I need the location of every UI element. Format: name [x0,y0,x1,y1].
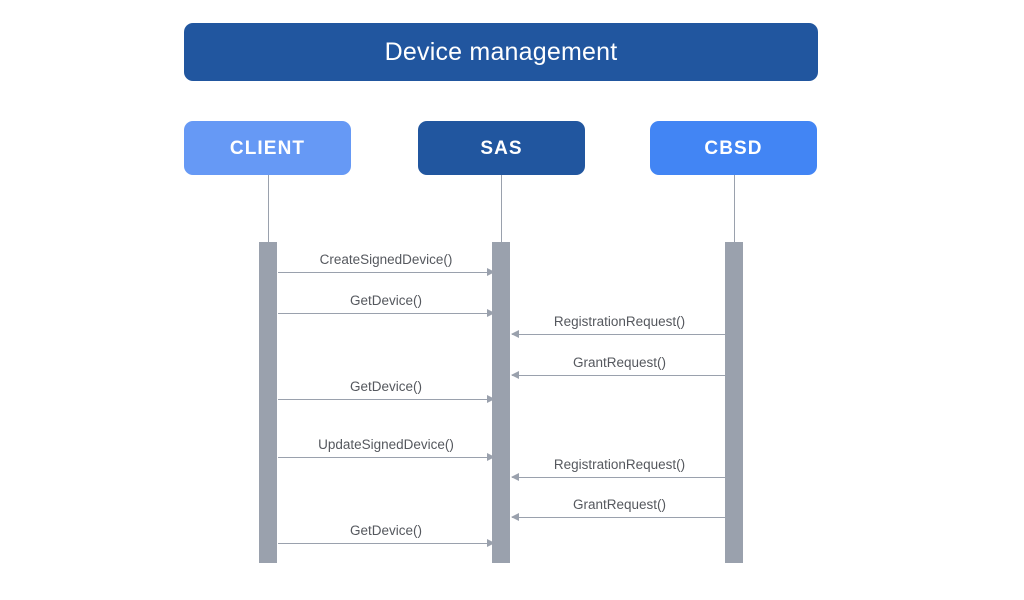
message-7[interactable]: RegistrationRequest() [511,457,727,481]
message-line [512,477,727,479]
message-line [278,272,494,274]
message-label: GetDevice() [349,522,422,538]
arrow-left-icon [511,330,519,338]
arrow-right-icon [487,268,495,276]
message-line [278,313,494,315]
message-6[interactable]: UpdateSignedDevice() [278,437,495,461]
arrow-left-icon [511,513,519,521]
activation-bar-cbsd [725,242,743,563]
arrow-right-icon [487,395,495,403]
message-8[interactable]: GrantRequest() [511,497,727,521]
message-label: RegistrationRequest() [553,313,686,329]
activation-bar-sas [492,242,510,563]
participant-label-sas: SAS [480,137,523,159]
participant-box-client[interactable]: CLIENT [184,121,351,175]
lifeline-sas [501,175,502,242]
message-line [278,543,494,545]
message-label: GrantRequest() [572,354,667,370]
lifeline-cbsd [734,175,735,242]
lifeline-client [268,175,269,242]
message-label: UpdateSignedDevice() [318,436,454,452]
diagram-title-banner: Device management [184,23,818,81]
message-label: GetDevice() [349,292,422,308]
participant-box-sas[interactable]: SAS [418,121,585,175]
message-line [278,457,494,459]
message-4[interactable]: GrantRequest() [511,355,727,379]
arrow-left-icon [511,371,519,379]
participant-label-client: CLIENT [229,137,306,159]
message-1[interactable]: CreateSignedDevice() [278,252,495,276]
message-2[interactable]: GetDevice() [278,293,495,317]
message-line [512,334,727,336]
arrow-left-icon [511,473,519,481]
message-line [512,517,727,519]
message-label: CreateSignedDevice() [319,251,453,267]
page-title: Device management [384,37,618,66]
message-5[interactable]: GetDevice() [278,379,495,403]
message-label: GrantRequest() [572,496,667,512]
message-label: RegistrationRequest() [553,456,686,472]
arrow-right-icon [487,453,495,461]
arrow-right-icon [487,539,495,547]
message-9[interactable]: GetDevice() [278,523,495,547]
message-label: GetDevice() [349,378,422,394]
message-3[interactable]: RegistrationRequest() [511,314,727,338]
activation-bar-client [259,242,277,563]
participant-box-cbsd[interactable]: CBSD [650,121,817,175]
message-line [512,375,727,377]
arrow-right-icon [487,309,495,317]
message-line [278,399,494,401]
participant-label-cbsd: CBSD [704,137,763,159]
